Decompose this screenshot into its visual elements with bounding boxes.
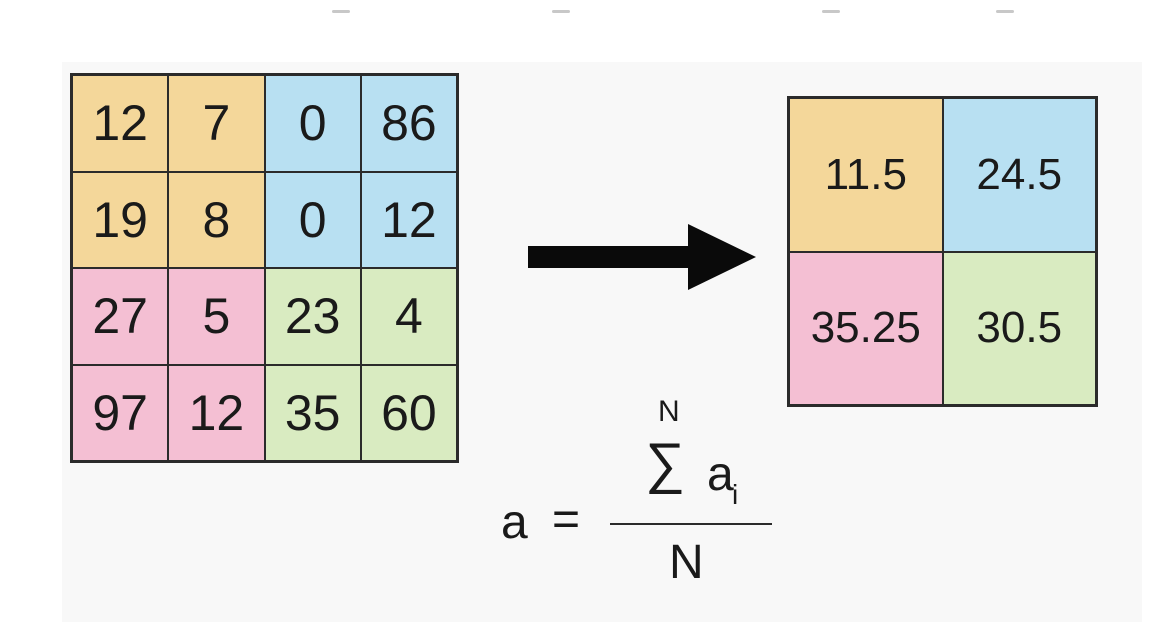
input-cell: 27: [72, 268, 169, 365]
input-cell: 19: [72, 171, 169, 268]
input-cell: 0: [264, 75, 361, 172]
formula-term: a: [707, 448, 734, 501]
formula-equals: =: [552, 493, 581, 546]
input-cell: 12: [72, 75, 169, 172]
output-cell: 30.5: [942, 251, 1096, 405]
input-cell: 86: [360, 75, 457, 172]
fraction-bar: [610, 523, 772, 525]
output-cell: 11.5: [789, 98, 943, 252]
input-cell: 12: [360, 171, 457, 268]
input-cell: 4: [360, 268, 457, 365]
input-cell: 97: [72, 364, 169, 461]
input-cell: 12: [168, 364, 265, 461]
formula-denominator: N: [669, 536, 704, 589]
input-cell: 8: [168, 171, 265, 268]
average-formula: a = N ∑ a i N: [495, 395, 785, 595]
input-cell: 0: [264, 171, 361, 268]
top-mark: [996, 10, 1014, 13]
input-cell: 35: [264, 364, 361, 461]
output-cell: 24.5: [942, 98, 1096, 252]
formula-subscript: i: [732, 479, 739, 510]
output-cell: 35.25: [789, 251, 943, 405]
top-mark: [552, 10, 570, 13]
formula-sum-upper-limit: N: [658, 395, 680, 428]
formula-lhs: a: [501, 496, 528, 549]
input-cell: 23: [264, 268, 361, 365]
top-mark: [332, 10, 350, 13]
sigma-icon: ∑: [645, 431, 685, 494]
right-arrow-icon: [528, 224, 756, 290]
input-cell: 7: [168, 75, 265, 172]
top-mark: [822, 10, 840, 13]
input-cell: 5: [168, 268, 265, 365]
input-cell: 60: [360, 364, 457, 461]
